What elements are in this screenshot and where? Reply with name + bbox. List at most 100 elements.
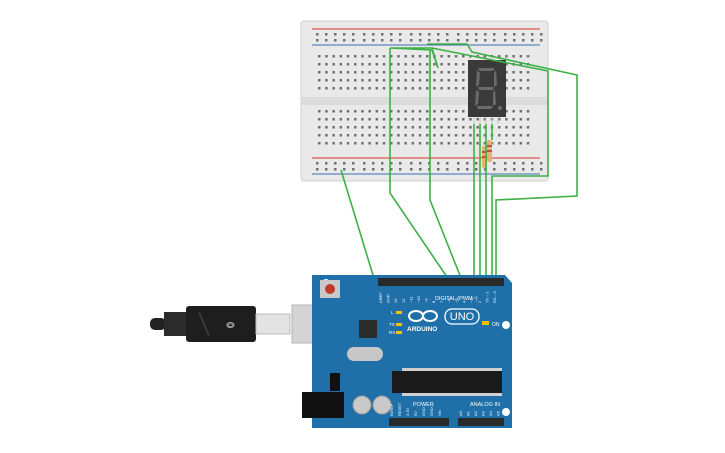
breadboard-hole[interactable] <box>397 71 400 74</box>
breadboard-hole[interactable] <box>446 39 449 42</box>
breadboard-hole[interactable] <box>390 39 393 42</box>
breadboard-hole[interactable] <box>440 142 443 145</box>
breadboard-hole[interactable] <box>390 71 393 74</box>
breadboard-hole[interactable] <box>419 168 422 171</box>
breadboard-hole[interactable] <box>404 134 407 137</box>
breadboard-hole[interactable] <box>368 55 371 58</box>
breadboard-hole[interactable] <box>433 79 436 82</box>
breadboard-hole[interactable] <box>332 87 335 90</box>
breadboard-hole[interactable] <box>397 87 400 90</box>
breadboard-hole[interactable] <box>390 55 393 58</box>
breadboard-hole[interactable] <box>513 33 516 36</box>
breadboard-hole[interactable] <box>339 118 343 121</box>
breadboard-hole[interactable] <box>505 110 508 113</box>
breadboard-hole[interactable] <box>419 162 422 165</box>
breadboard-hole[interactable] <box>498 118 501 121</box>
breadboard-hole[interactable] <box>390 63 393 66</box>
breadboard-hole[interactable] <box>426 110 429 113</box>
breadboard-hole[interactable] <box>346 142 350 145</box>
breadboard-hole[interactable] <box>361 118 364 121</box>
breadboard-hole[interactable] <box>339 142 343 145</box>
breadboard-hole[interactable] <box>426 71 429 74</box>
breadboard-hole[interactable] <box>466 33 469 36</box>
breadboard-hole[interactable] <box>462 71 465 74</box>
power-header[interactable] <box>389 418 449 426</box>
breadboard-hole[interactable] <box>332 134 335 137</box>
breadboard-hole[interactable] <box>411 79 415 82</box>
breadboard-hole[interactable] <box>411 118 415 121</box>
breadboard-hole[interactable] <box>339 134 343 137</box>
breadboard-hole[interactable] <box>325 134 328 137</box>
breadboard-hole[interactable] <box>440 134 443 137</box>
wire[interactable] <box>431 47 549 280</box>
breadboard-hole[interactable] <box>318 63 321 66</box>
breadboard-hole[interactable] <box>368 71 371 74</box>
breadboard-hole[interactable] <box>418 71 422 74</box>
breadboard-hole[interactable] <box>346 55 350 58</box>
breadboard-hole[interactable] <box>316 162 319 165</box>
breadboard-hole[interactable] <box>399 162 402 165</box>
breadboard-hole[interactable] <box>399 39 402 42</box>
breadboard-hole[interactable] <box>440 55 443 58</box>
digital-header[interactable] <box>378 278 504 286</box>
breadboard-hole[interactable] <box>466 162 469 165</box>
breadboard-hole[interactable] <box>440 87 443 90</box>
breadboard-hole[interactable] <box>512 71 515 74</box>
breadboard-hole[interactable] <box>526 134 530 137</box>
breadboard-hole[interactable] <box>368 110 371 113</box>
breadboard-hole[interactable] <box>375 126 379 129</box>
breadboard-hole[interactable] <box>332 63 335 66</box>
breadboard-hole[interactable] <box>447 87 451 90</box>
breadboard-hole[interactable] <box>382 71 386 74</box>
breadboard-hole[interactable] <box>433 134 436 137</box>
breadboard-hole[interactable] <box>483 118 487 121</box>
breadboard-hole[interactable] <box>447 63 451 66</box>
breadboard-hole[interactable] <box>505 87 508 90</box>
breadboard-hole[interactable] <box>447 110 451 113</box>
breadboard-hole[interactable] <box>526 71 530 74</box>
breadboard-hole[interactable] <box>346 79 350 82</box>
breadboard-hole[interactable] <box>397 79 400 82</box>
breadboard-hole[interactable] <box>346 118 350 121</box>
breadboard-hole[interactable] <box>404 126 407 129</box>
breadboard-hole[interactable] <box>339 110 343 113</box>
breadboard-hole[interactable] <box>418 142 422 145</box>
breadboard-hole[interactable] <box>390 79 393 82</box>
breadboard-hole[interactable] <box>531 162 534 165</box>
breadboard-hole[interactable] <box>368 126 371 129</box>
breadboard-hole[interactable] <box>418 110 422 113</box>
breadboard-hole[interactable] <box>411 71 415 74</box>
breadboard-hole[interactable] <box>454 79 458 82</box>
breadboard-hole[interactable] <box>498 134 501 137</box>
breadboard-hole[interactable] <box>469 118 472 121</box>
breadboard-hole[interactable] <box>483 142 487 145</box>
breadboard-hole[interactable] <box>375 118 379 121</box>
breadboard-hole[interactable] <box>354 142 357 145</box>
breadboard-hole[interactable] <box>426 63 429 66</box>
breadboard-hole[interactable] <box>318 71 321 74</box>
breadboard-hole[interactable] <box>361 71 364 74</box>
breadboard-hole[interactable] <box>339 71 343 74</box>
breadboard-hole[interactable] <box>325 33 328 36</box>
breadboard-hole[interactable] <box>411 126 415 129</box>
breadboard-hole[interactable] <box>512 126 515 129</box>
breadboard-hole[interactable] <box>325 142 328 145</box>
breadboard-hole[interactable] <box>433 142 436 145</box>
breadboard-hole[interactable] <box>339 87 343 90</box>
breadboard-hole[interactable] <box>519 79 523 82</box>
breadboard-hole[interactable] <box>505 134 508 137</box>
breadboard-hole[interactable] <box>454 87 458 90</box>
breadboard-hole[interactable] <box>440 110 443 113</box>
breadboard-hole[interactable] <box>526 110 530 113</box>
breadboard-hole[interactable] <box>498 126 501 129</box>
breadboard-hole[interactable] <box>363 33 366 36</box>
breadboard-hole[interactable] <box>457 39 460 42</box>
breadboard-hole[interactable] <box>447 126 451 129</box>
breadboard-hole[interactable] <box>334 162 337 165</box>
breadboard-hole[interactable] <box>476 134 479 137</box>
breadboard-hole[interactable] <box>375 142 379 145</box>
breadboard-hole[interactable] <box>540 162 543 165</box>
breadboard-hole[interactable] <box>418 118 422 121</box>
breadboard-hole[interactable] <box>343 39 346 42</box>
breadboard-hole[interactable] <box>513 39 516 42</box>
